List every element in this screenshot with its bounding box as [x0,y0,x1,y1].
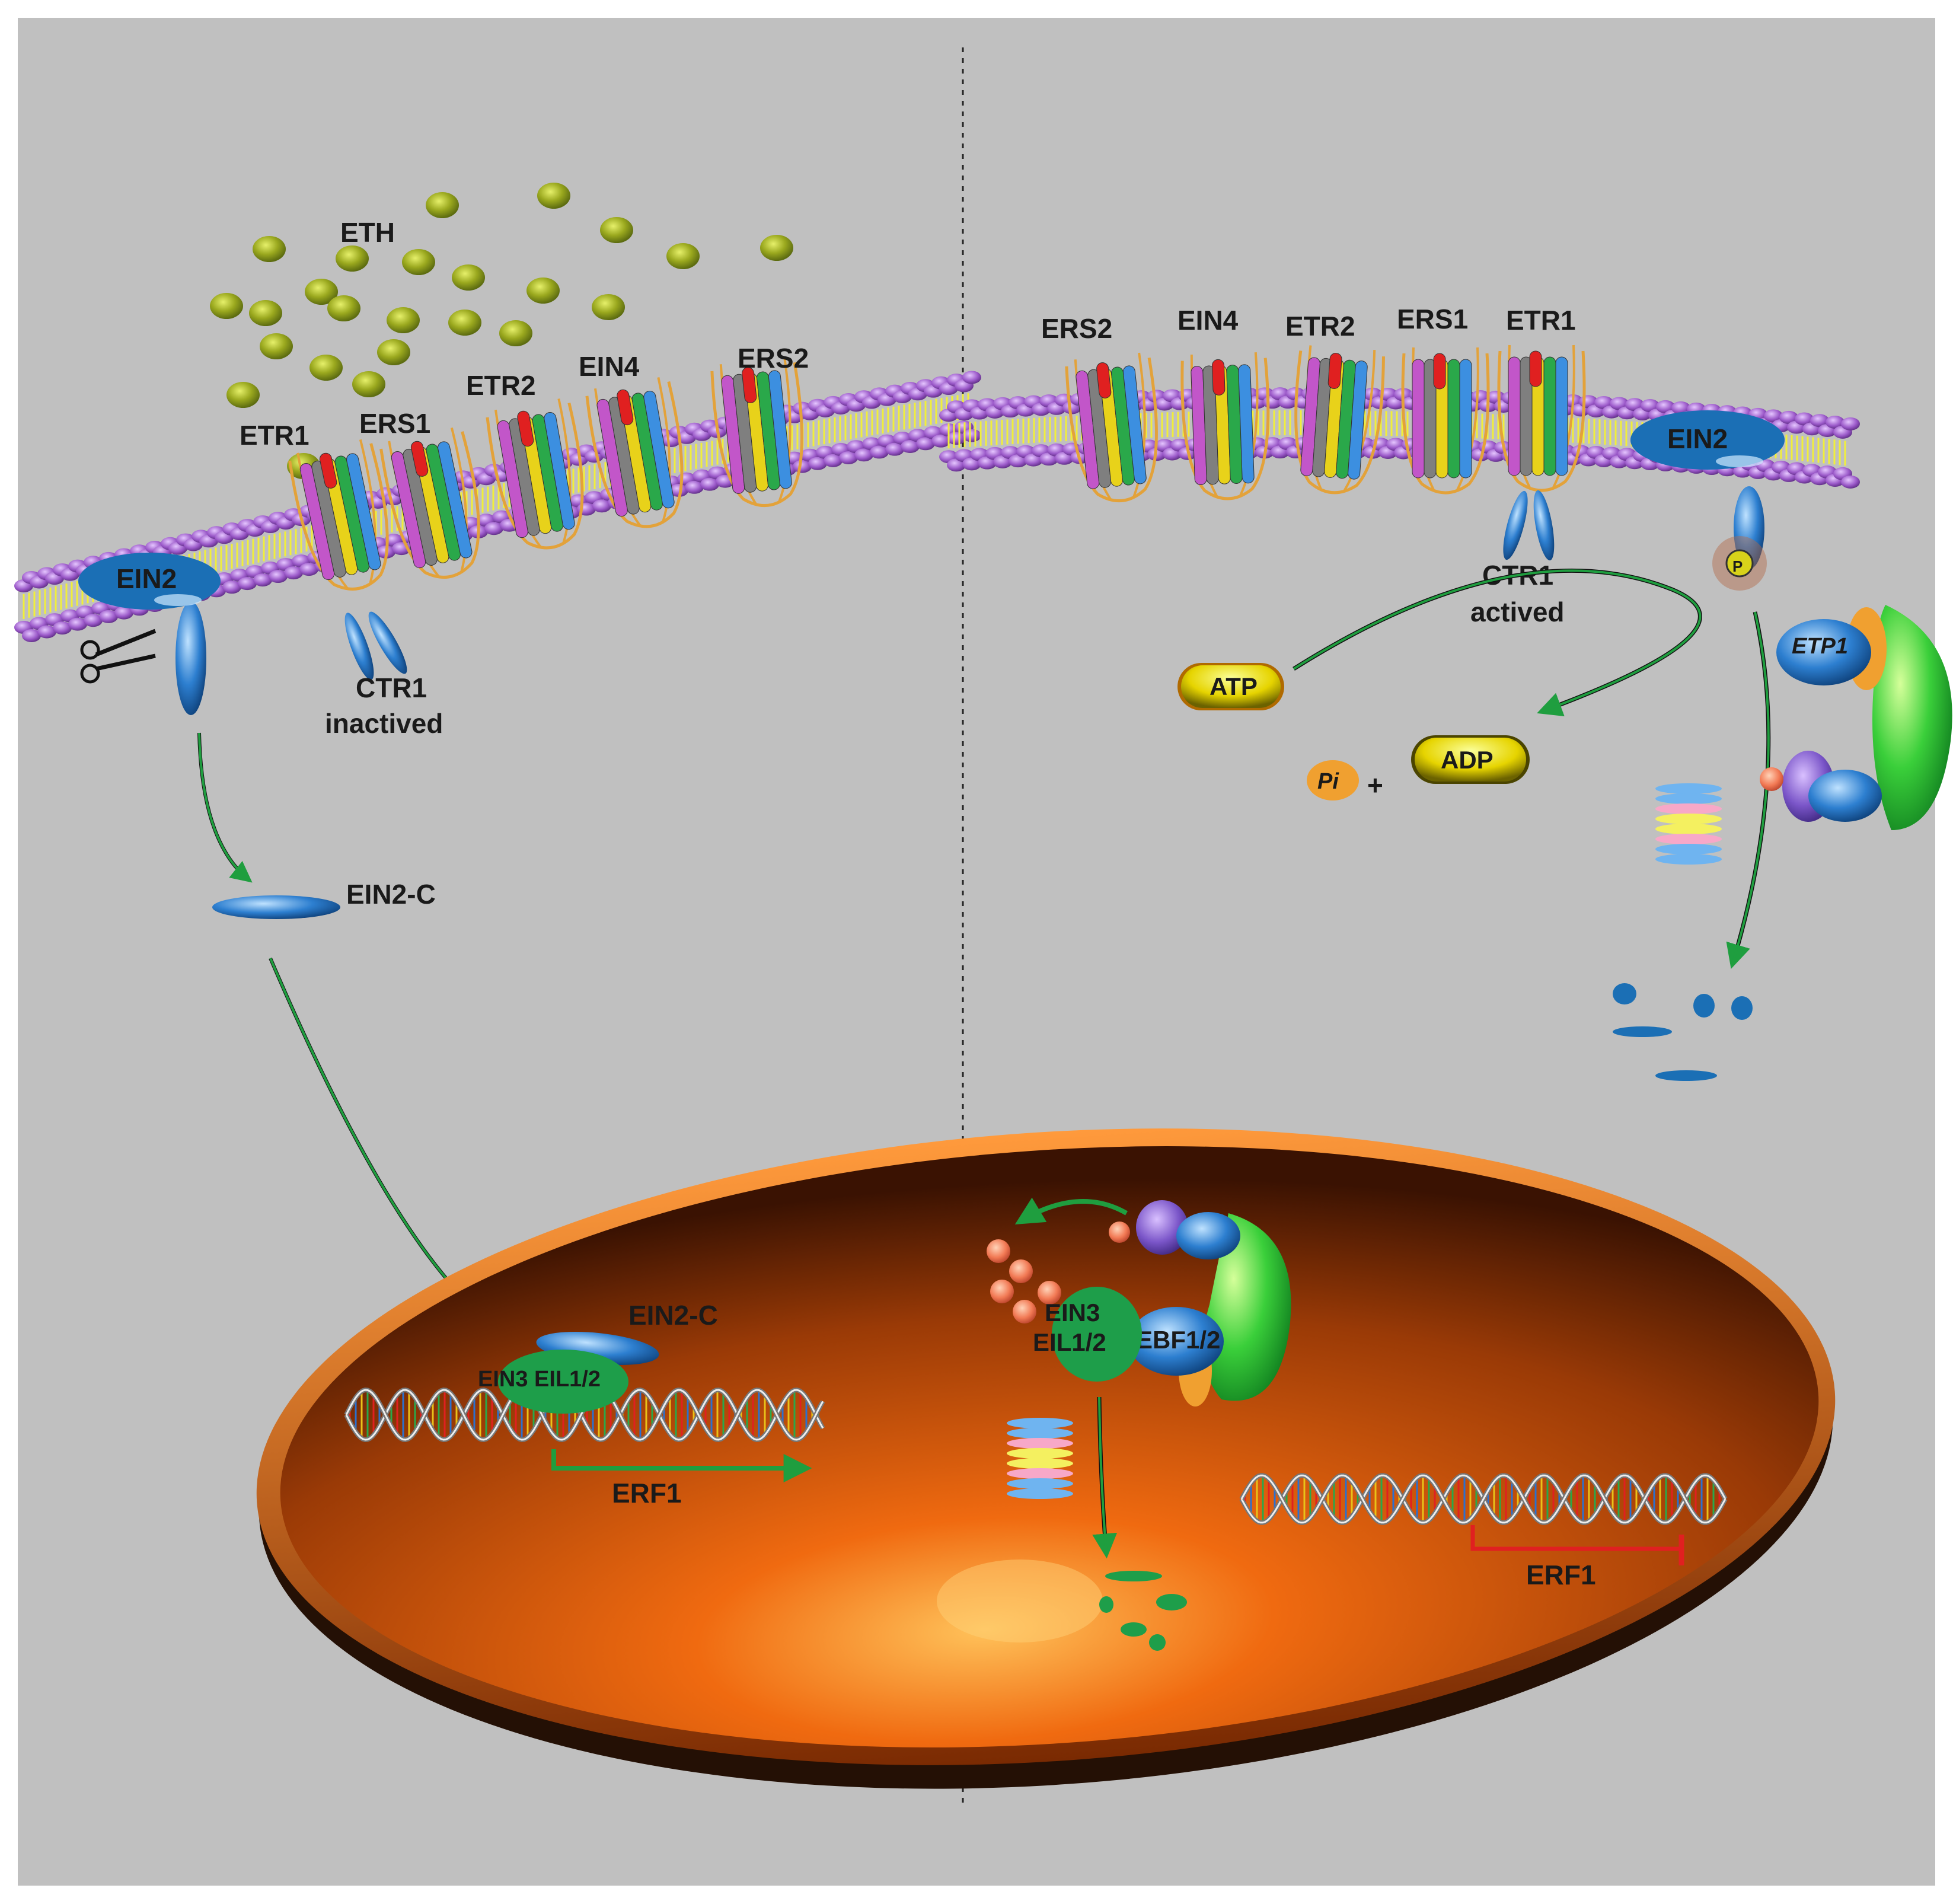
ein2-right: EIN2 [1630,410,1785,569]
proteasome-icon [1655,783,1722,865]
scissors-icon [80,629,157,684]
ein3-eil-left-label: EIN3 EIL1/2 [478,1367,601,1392]
erf1-repression-bar: ERF1 [1470,1525,1684,1590]
ein2c-nucleus-label: EIN2-C [628,1300,718,1331]
ctr1-right-label-line2: actived [1470,597,1565,627]
ubiquitin-chain [987,1239,1061,1323]
ctr1-left-label-line2: inactived [325,708,443,739]
dna-helix-left [344,1387,825,1443]
ein2c-left-label: EIN2-C [346,879,436,910]
receptor-label-ein4-left: EIN4 [579,351,640,382]
receptors-right [1065,345,1586,503]
ethylene-molecules [210,183,793,479]
receptor-label-etr2-right: ETR2 [1285,311,1355,342]
ebf-complex: EBF1/2 [1109,1200,1291,1407]
erf1-activation-arrow: ERF1 [551,1449,812,1508]
adp-pill: ADP [1411,735,1530,784]
receptor-label-etr1-right: ETR1 [1506,305,1576,336]
ein3-right-label-line1: EIN3 [1045,1299,1100,1326]
ctr1-left-label-line1: CTR1 [356,672,427,703]
ein3-eil-left: EIN3 EIL1/2 [478,1350,628,1414]
ein2-left-label: EIN2 [116,563,177,594]
erf1-left-label: ERF1 [612,1478,682,1508]
receptor-label-ers2-left: ERS2 [738,343,809,374]
etp1-label: ETP1 [1792,634,1848,659]
ein3-right-label-line2: EIL1/2 [1033,1328,1106,1356]
ein2-right-label: EIN2 [1667,423,1728,454]
ein2-left: EIN2 [78,553,221,715]
pi-label: Pi [1317,769,1339,794]
phospho-label: P [1732,557,1743,575]
ein2c-left: EIN2-C [212,879,436,919]
receptor-label-ers2-right: ERS2 [1041,313,1112,344]
arrow-ubiquitin-transfer [1014,1197,1128,1224]
degraded-ein2-fragments [1613,983,1753,1081]
receptors-left [288,357,803,591]
ethylene-label: ETH [340,217,395,248]
proteasome-nucleus-icon [1007,1418,1073,1499]
pi-badge: Pi + [1307,760,1383,800]
degraded-ein3-fragments [1099,1571,1187,1651]
receptor-label-ers1-left: ERS1 [359,408,430,439]
receptor-label-etr2-left: ETR2 [466,370,536,401]
phospho-badge: P [1712,536,1767,591]
etp1-complex: ETP1 [1760,605,1952,830]
receptor-label-ein4-right: EIN4 [1177,305,1239,336]
erf1-right-label: ERF1 [1526,1559,1596,1590]
ctr1-left: CTR1 inactived [325,611,443,739]
atp-pill: ATP [1177,663,1284,710]
receptor-label-ers1-right: ERS1 [1397,304,1468,334]
adp-label: ADP [1441,746,1494,774]
atp-label: ATP [1210,672,1258,700]
receptor-label-etr1-left: ETR1 [240,420,309,451]
ein3-eil-right: EIN3 EIL1/2 [1033,1287,1142,1382]
ebf-label: EBF1/2 [1136,1326,1220,1354]
plus-label: + [1367,770,1383,800]
dna-helix-right [1239,1473,1728,1525]
